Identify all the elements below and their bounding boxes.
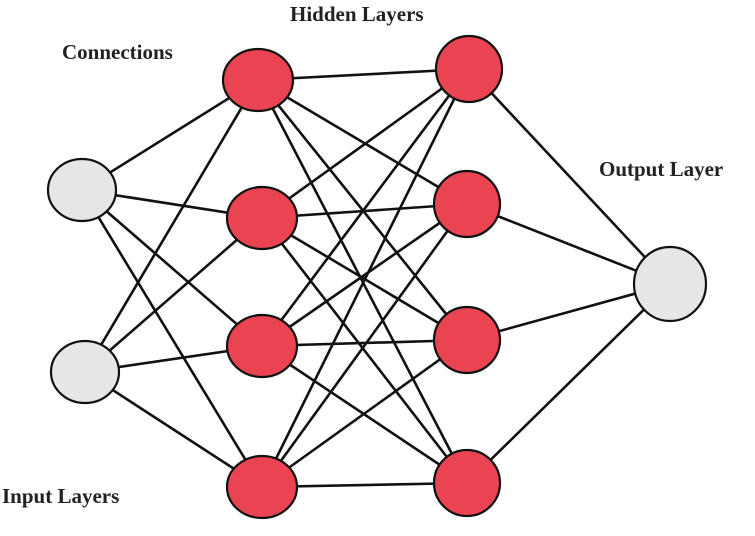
connection-input-1-to-hidden-1-4 (80, 188, 264, 489)
connection-hidden-1-1-to-hidden-2-2 (256, 78, 469, 206)
hidden-2-node-4 (432, 448, 502, 518)
connection-hidden-1-2-to-hidden-2-4 (260, 216, 469, 485)
connection-hidden-1-3-to-hidden-2-1 (260, 67, 471, 348)
hidden-1-node-4 (225, 454, 299, 520)
hidden-2-node-2 (432, 169, 502, 239)
hidden-2-node-1 (434, 34, 504, 104)
connection-hidden-1-4-to-hidden-2-1 (260, 67, 471, 489)
input-layers-label: Input Layers (2, 484, 119, 508)
hidden-1-node-1 (221, 47, 295, 113)
connections-label: Connections (62, 40, 173, 64)
nodes-group (46, 34, 708, 520)
connection-hidden-1-4-to-hidden-2-3 (260, 338, 469, 489)
connection-hidden-1-4-to-hidden-2-2 (260, 202, 469, 489)
connections-group (80, 67, 672, 489)
connection-input-2-to-hidden-1-2 (83, 216, 264, 374)
connection-input-2-to-hidden-1-1 (83, 78, 260, 374)
output-node-1 (632, 245, 708, 323)
input-node-1 (46, 157, 118, 223)
connection-hidden-2-1-to-output-1 (467, 67, 672, 286)
connection-hidden-2-4-to-output-1 (465, 282, 672, 485)
hidden-layers-label: Hidden Layers (290, 2, 424, 26)
connection-input-1-to-hidden-1-3 (80, 188, 264, 348)
connection-input-2-to-hidden-1-4 (83, 370, 264, 489)
hidden-1-node-3 (225, 313, 299, 379)
hidden-1-node-2 (225, 185, 299, 251)
input-node-2 (49, 339, 121, 405)
connection-hidden-1-3-to-hidden-2-2 (260, 202, 469, 348)
connection-hidden-1-2-to-hidden-2-1 (260, 67, 471, 220)
output-layer-label: Output Layer (599, 157, 723, 181)
hidden-2-node-3 (432, 305, 502, 375)
